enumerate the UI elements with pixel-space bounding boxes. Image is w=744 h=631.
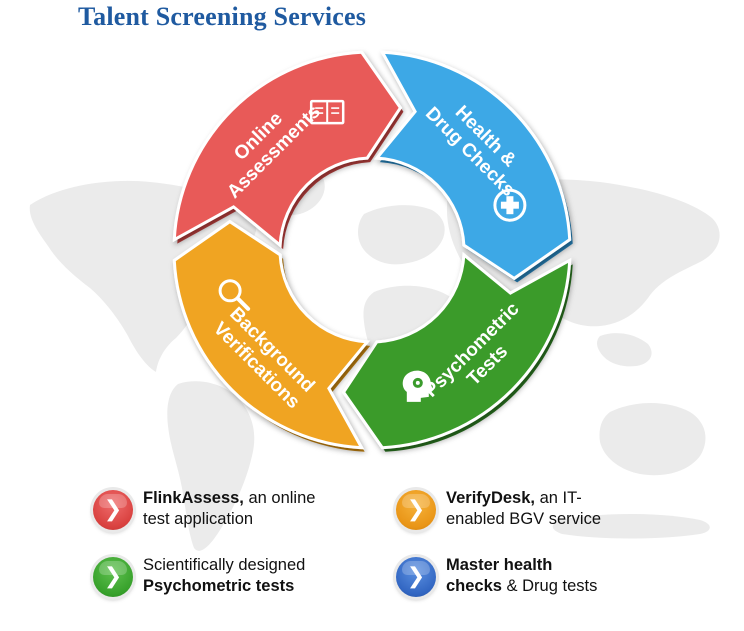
page-title: Talent Screening Services <box>78 2 367 31</box>
verifydesk-button[interactable]: ❯ <box>396 490 436 530</box>
segment-background <box>172 219 371 450</box>
legend-text-flinkassess: FlinkAssess, an online test application <box>143 488 315 530</box>
head-gears-icon <box>402 370 433 402</box>
health-desc-3: & Drug tests <box>501 577 598 595</box>
psychometric-button[interactable]: ❯ <box>93 557 133 597</box>
chevron-right-icon: ❯ <box>103 564 123 589</box>
health-desc-2: checks <box>446 577 502 595</box>
flinkassess-desc-2: test application <box>143 510 254 528</box>
verifydesk-desc-2: enabled BGV service <box>446 510 602 528</box>
legend-item-verifydesk: ❯ VerifyDesk, an IT- enabled BGV service <box>396 488 601 530</box>
legend-text-psychometric: Scientifically designed Psychometric tes… <box>143 555 305 597</box>
segment-psychometric <box>341 251 572 450</box>
flinkassess-name: FlinkAssess, <box>143 489 244 507</box>
map-antarctica <box>552 514 710 539</box>
flinkassess-button[interactable]: ❯ <box>93 490 133 530</box>
health-button[interactable]: ❯ <box>396 557 436 597</box>
legend-item-flinkassess: ❯ FlinkAssess, an online test applicatio… <box>93 488 315 530</box>
chevron-right-icon: ❯ <box>103 497 123 522</box>
psychometric-desc-1: Scientifically designed <box>143 556 306 574</box>
legend-text-health: Master health checks & Drug tests <box>446 555 597 597</box>
map-southeast-asia <box>597 333 652 367</box>
verifydesk-desc-1: an IT- <box>534 489 582 507</box>
magnifier-icon <box>218 279 251 311</box>
medical-cross-icon <box>493 188 527 222</box>
book-icon <box>309 99 345 125</box>
map-south-america <box>167 381 255 551</box>
legend-item-psychometric: ❯ Scientifically designed Psychometric t… <box>93 555 305 597</box>
health-desc-1: Master health <box>446 556 553 574</box>
psychometric-desc-2: Psychometric tests <box>143 577 295 595</box>
segment-health <box>373 50 572 281</box>
flinkassess-desc-1: an online <box>243 489 316 507</box>
legend-item-health: ❯ Master health checks & Drug tests <box>396 555 597 597</box>
map-australia <box>599 403 706 476</box>
map-europe <box>358 205 445 265</box>
chevron-right-icon: ❯ <box>406 497 426 522</box>
verifydesk-name: VerifyDesk, <box>446 489 535 507</box>
chevron-right-icon: ❯ <box>406 564 426 589</box>
legend-text-verifydesk: VerifyDesk, an IT- enabled BGV service <box>446 488 601 530</box>
